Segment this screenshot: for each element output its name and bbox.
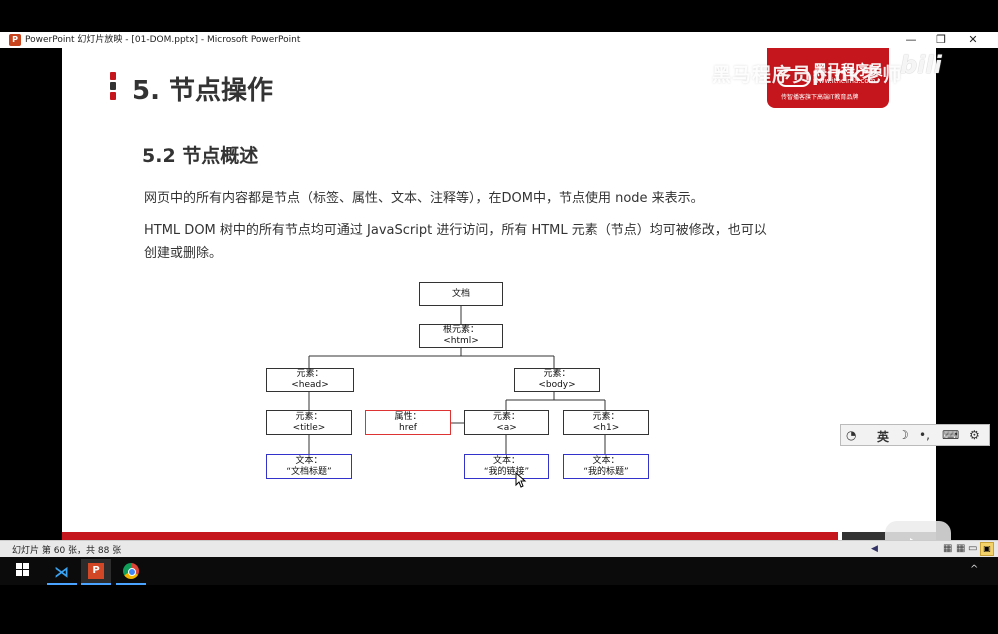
windows-start-icon[interactable] (16, 563, 30, 577)
tree-node-attribute-href: 属性： href (365, 410, 451, 435)
status-bar: 幻灯片 第 60 张，共 88 张 ◀ ▦ ▦ ▭ ▣ (0, 540, 998, 558)
paragraph-2-line-2: 创建或删除。 (144, 246, 223, 261)
node-label: 文本： (592, 455, 620, 466)
ime-keyboard-icon[interactable]: ⌨ (942, 428, 960, 442)
node-label: 文本： (492, 455, 520, 466)
tree-node-text-title: 文本： “文档标题” (266, 454, 352, 479)
ime-moon-icon[interactable]: ☽ (898, 428, 909, 442)
node-label: 元素： (296, 369, 324, 379)
tree-connectors (308, 306, 606, 454)
maximize-button[interactable]: ❐ (936, 33, 946, 46)
powerpoint-icon: P (9, 34, 21, 46)
title-bar-mark-red (110, 72, 116, 80)
tree-node-text-link: 文本： “我的链接” (464, 454, 549, 479)
node-label: 元素： (543, 369, 571, 379)
slide-counter: 幻灯片 第 60 张，共 88 张 (12, 546, 122, 556)
letterbox-left (0, 48, 62, 540)
watermark-text: 黑马程序员pink老师 (712, 64, 903, 86)
title-bar-mark-red-2 (110, 92, 116, 100)
bilibili-watermark: bili (900, 51, 942, 79)
node-label: 根元素： (442, 325, 479, 335)
node-label: 文档 (451, 288, 470, 299)
letterbox-right (936, 48, 998, 540)
node-label: 元素： (492, 411, 520, 422)
paragraph-1: 网页中的所有内容都是节点（标签、属性、文本、注释等），在DOM中，节点使用 no… (144, 191, 704, 206)
close-button[interactable]: ✕ (968, 33, 978, 46)
minimize-button[interactable]: — (905, 33, 917, 46)
tree-node-a: 元素： <a> (464, 410, 549, 435)
node-tag: <h1> (592, 422, 620, 433)
tree-node-title: 元素： <title> (266, 410, 352, 435)
ime-punctuation-icon[interactable]: •, (919, 428, 930, 442)
node-label: 元素： (592, 411, 620, 422)
itheima-logo: 黑马程序员 www.itheima.com 传智播客旗下高端IT教育品牌 (767, 48, 889, 108)
node-tag: <title> (292, 422, 326, 433)
paragraph-2-line-1: HTML DOM 树中的所有节点均可通过 JavaScript 进行访问，所有 … (144, 223, 767, 238)
node-text: “文档标题” (286, 466, 332, 477)
dom-tree-diagram: 文档 根元素： <html> 元素： <head> 元素： <body> 元素：… (62, 48, 936, 540)
node-tag: <a> (496, 422, 517, 433)
powerpoint-taskbar-icon: P (88, 563, 104, 579)
taskbar: ⋊ P ^ (0, 557, 998, 585)
node-tag: <head> (291, 380, 329, 390)
chrome-center (128, 568, 136, 576)
logo-slogan: 传智播客旗下高端IT教育品牌 (781, 94, 859, 101)
node-tag: href (399, 422, 417, 433)
ime-toolbar[interactable]: ◔ 英 ☽ •, ⌨ ⚙ (840, 424, 990, 446)
slide-footer-bar (62, 532, 838, 540)
node-label: 属性： (394, 411, 422, 422)
node-tag: <body> (538, 380, 576, 390)
node-text: “我的标题” (583, 466, 629, 477)
slide[interactable]: 5. 节点操作 黑马程序员 www.itheima.com 传智播客旗下高端IT… (62, 48, 942, 540)
tree-node-html: 根元素： <html> (419, 324, 503, 348)
taskbar-vscode[interactable]: ⋊ (47, 559, 77, 585)
taskbar-powerpoint[interactable]: P (81, 559, 111, 585)
node-tag: <html> (443, 336, 479, 346)
reading-view-icon[interactable]: ▭ (968, 543, 978, 554)
node-label: 元素： (295, 411, 323, 422)
ime-logo-icon[interactable]: ◔ (846, 428, 857, 442)
tree-node-text-heading: 文本： “我的标题” (563, 454, 649, 479)
tray-chevron-icon[interactable]: ^ (970, 564, 979, 575)
node-text: “我的链接” (483, 466, 530, 477)
normal-view-icon[interactable]: ▦ (943, 543, 953, 554)
section-title: 5. 节点操作 (132, 76, 274, 106)
prev-slide-icon[interactable]: ◀ (871, 544, 878, 554)
mouse-cursor-icon (515, 472, 527, 488)
title-bar-mark-dark (110, 82, 116, 90)
logo-brand: 黑马程序员 (813, 63, 883, 79)
ime-settings-icon[interactable]: ⚙ (969, 428, 980, 442)
sorter-view-icon[interactable]: ▦ (956, 543, 966, 554)
window-title: PowerPoint 幻灯片放映 - [01-DOM.pptx] - Micro… (25, 35, 301, 45)
tree-node-body: 元素： <body> (514, 368, 600, 392)
tree-node-document: 文档 (419, 282, 503, 306)
node-label: 文本： (295, 455, 323, 466)
subtitle: 5.2 节点概述 (142, 145, 259, 167)
logo-url: www.itheima.com (813, 77, 876, 85)
vscode-icon: ⋊ (54, 563, 69, 581)
tree-node-h1: 元素： <h1> (563, 410, 649, 435)
window-title-bar: P PowerPoint 幻灯片放映 - [01-DOM.pptx] - Mic… (0, 32, 998, 48)
ime-language-toggle[interactable]: 英 (877, 430, 890, 444)
taskbar-chrome[interactable] (116, 559, 146, 585)
slideshow-view-icon[interactable]: ▣ (980, 542, 994, 556)
tree-node-head: 元素： <head> (266, 368, 354, 392)
logo-mark-icon (777, 69, 811, 87)
